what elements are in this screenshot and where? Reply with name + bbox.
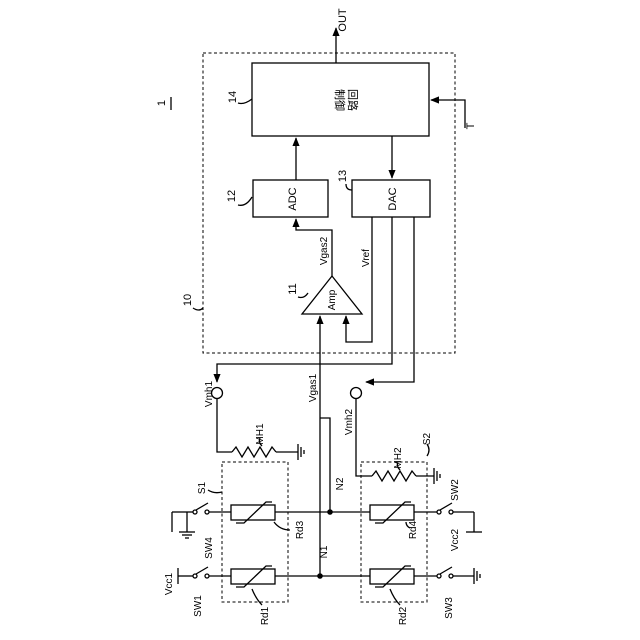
vref-arrow: [346, 217, 372, 342]
rd2-leader: [390, 589, 400, 605]
rd3-thermistor: [231, 502, 275, 523]
sw2-switch: [437, 503, 482, 532]
s2-leader: [427, 444, 429, 456]
sw3-ground-icon: [474, 568, 480, 584]
amp-label: Amp: [327, 289, 338, 310]
vmh2-label: Vmh2: [344, 409, 355, 436]
sw3-label: SW3: [444, 597, 455, 619]
sw1-switch: [178, 567, 209, 584]
mh2-label: MH2: [393, 447, 404, 469]
mh2-ground-icon: [434, 468, 440, 484]
sw1-label: SW1: [193, 595, 204, 617]
vcc2-label: Vcc2: [450, 528, 461, 551]
vmh2-drive-arrow: [366, 217, 414, 382]
n1-node: [317, 573, 323, 579]
mh2-wire: [356, 399, 372, 476]
sw4-ground-icon: [179, 532, 195, 538]
n2-label: N2: [335, 477, 346, 490]
rd1-thermistor: [231, 566, 275, 587]
mh2-resistor: [372, 471, 416, 481]
rd2-label: Rd2: [398, 606, 409, 625]
ref-dac: 13: [337, 170, 349, 182]
vgas1-label: Vgas1: [308, 373, 319, 402]
ref-amp-leader: [298, 293, 308, 298]
ref-ctrl-leader: [238, 99, 252, 104]
control-circuit-label-2: 回路: [346, 89, 359, 111]
ref-dac-leader: [346, 184, 352, 190]
n2-node: [327, 509, 333, 515]
ref-main: 1: [156, 100, 168, 106]
rd4-label: Rd4: [408, 520, 419, 539]
mh1-label: MH1: [255, 423, 266, 445]
ref-ctrl: 14: [227, 91, 239, 103]
vmh2-terminal: [351, 388, 362, 399]
sw2-label: SW2: [450, 479, 461, 501]
out-label: OUT: [337, 8, 349, 32]
s1-label: S1: [197, 481, 208, 494]
s1-leader: [208, 490, 222, 493]
ref-module-leader: [193, 308, 203, 310]
n2-loop-wire: [320, 418, 330, 512]
dac-label: DAC: [387, 187, 399, 210]
rd3-label: Rd3: [295, 520, 306, 539]
ref-adc-leader: [238, 197, 252, 205]
mh1-wire: [217, 399, 232, 452]
mh1-resistor: [232, 447, 276, 457]
vmh1-drive-arrow: [217, 217, 392, 382]
sw4-switch: [172, 503, 209, 532]
sw3-switch: [437, 567, 474, 578]
vgas2-label: Vgas2: [319, 236, 330, 265]
rd2-thermistor: [370, 566, 414, 587]
t-label: T: [465, 122, 477, 129]
adc-label: ADC: [287, 187, 299, 210]
control-circuit-label-1: 制御: [333, 89, 347, 111]
rd1-leader: [252, 589, 262, 605]
vref-label: Vref: [361, 249, 372, 267]
ref-amp: 11: [287, 283, 299, 294]
ref-module: 10: [182, 294, 194, 306]
sw4-label: SW4: [204, 537, 215, 559]
s2-label: S2: [422, 432, 433, 445]
vmh1-label: Vmh1: [204, 381, 215, 408]
ref-adc: 12: [226, 190, 238, 202]
vcc1-label: Vcc1: [164, 572, 175, 595]
mh1-ground-icon: [298, 444, 304, 460]
t-input-arrow: [431, 100, 465, 128]
rd4-thermistor: [370, 502, 414, 523]
n1-label: N1: [319, 545, 330, 558]
rd1-label: Rd1: [260, 606, 271, 625]
